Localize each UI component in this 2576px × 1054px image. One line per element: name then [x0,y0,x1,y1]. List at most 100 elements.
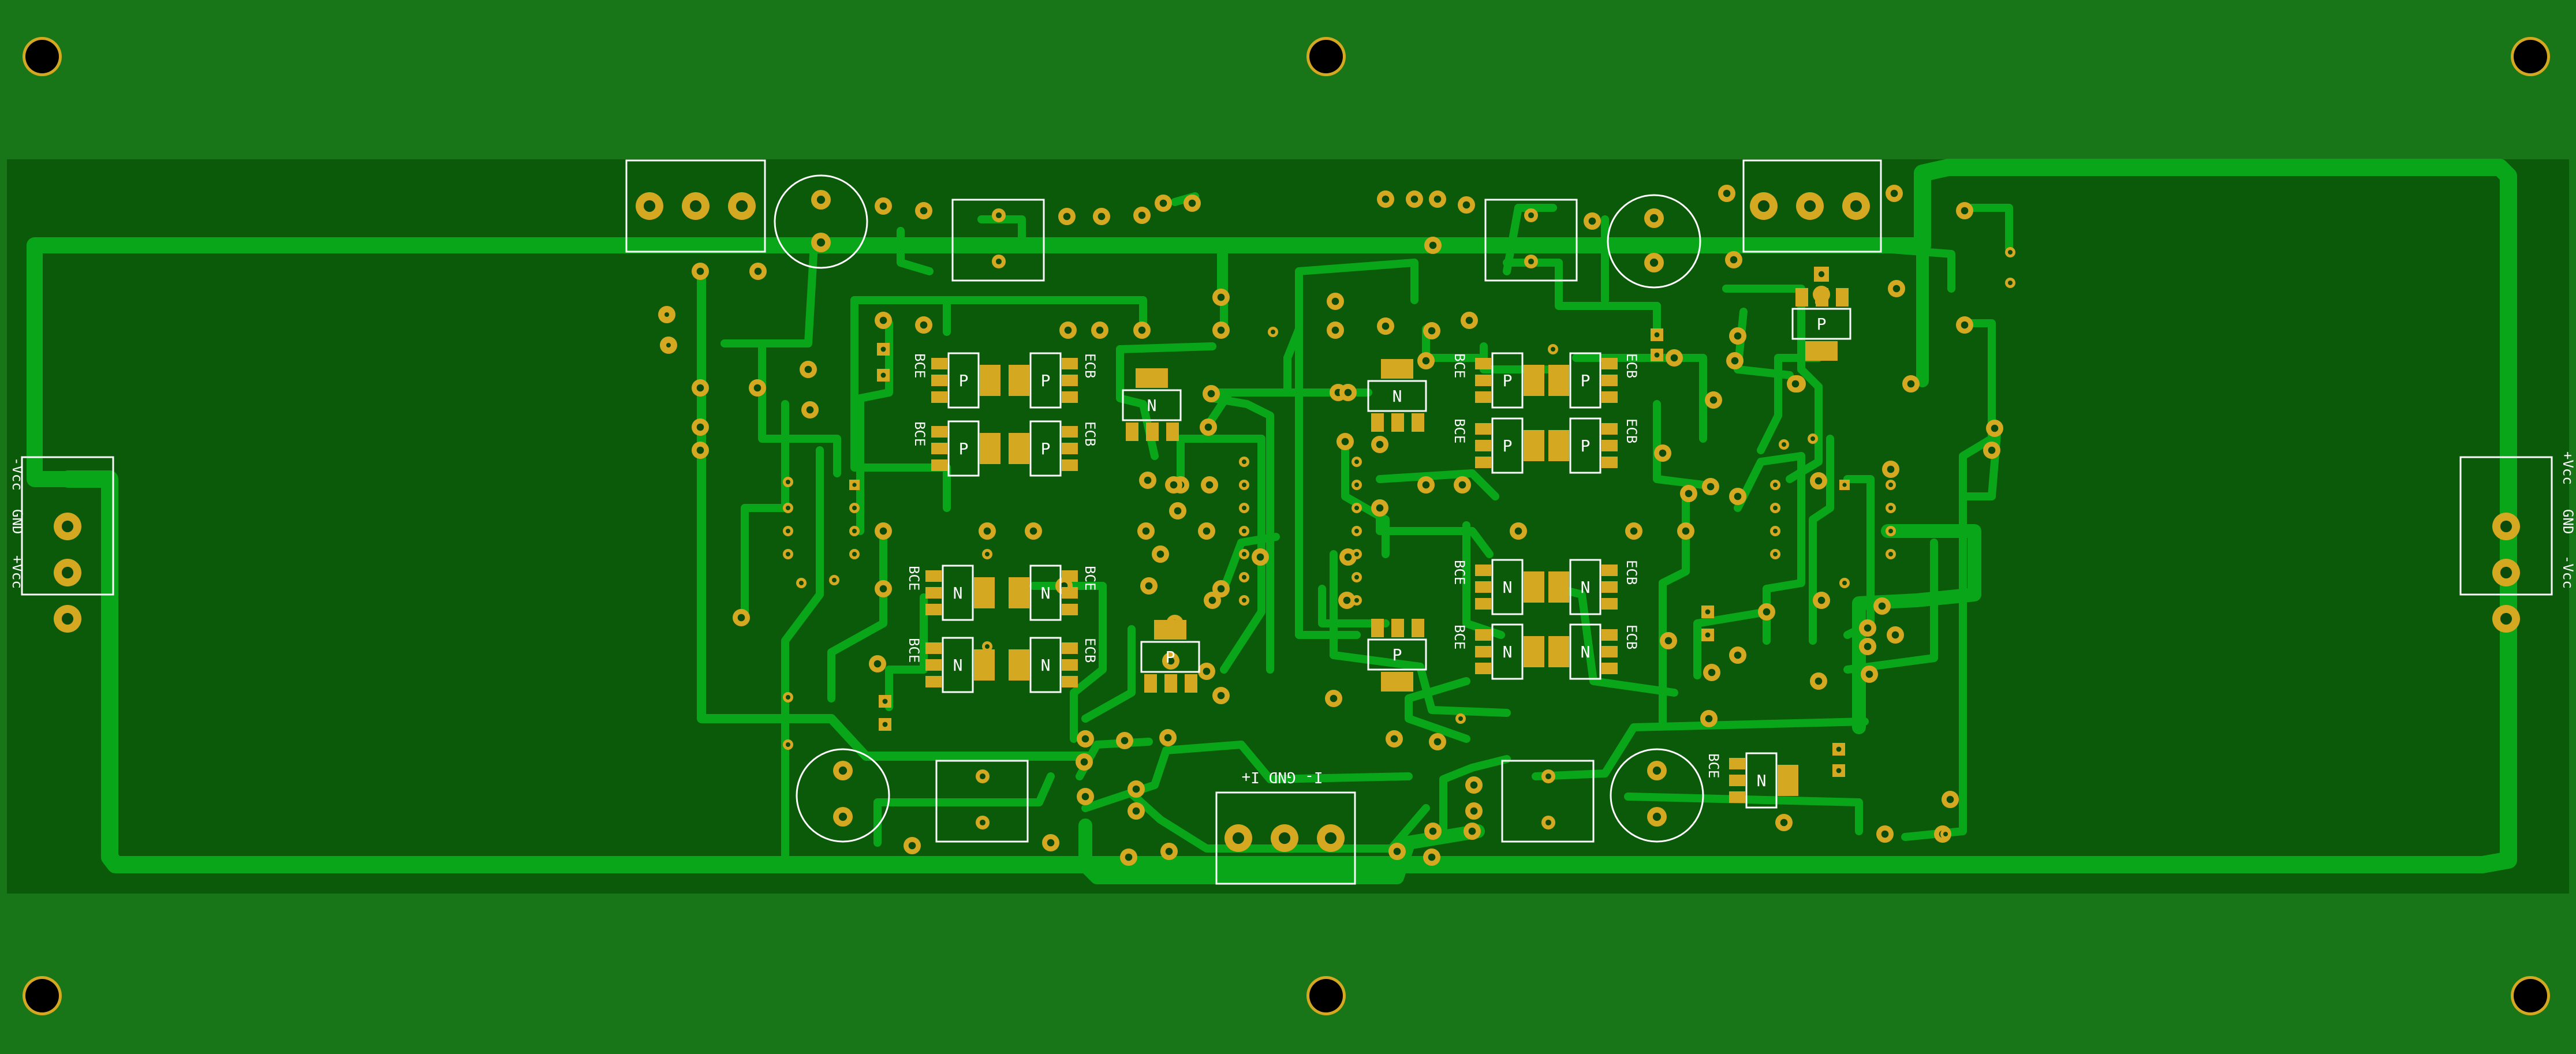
component-outline [21,456,114,596]
transistor-tab [974,577,995,608]
component-pads [54,185,2520,866]
via-drill [1354,552,1359,556]
sot-pin [1185,674,1197,693]
transistor-pin [931,443,947,454]
sot-pin [1391,413,1404,432]
via-drill [1842,581,1847,585]
drill-hole [838,812,848,821]
transistor-pin [931,459,947,471]
transistor-outline [1491,623,1524,680]
drill-hole [1545,819,1552,826]
via-drill [664,312,669,317]
drill-hole [1652,766,1662,775]
drill-hole [1207,390,1215,398]
trace [1208,394,1274,674]
drill-hole [1630,527,1638,535]
transistor: N [1475,559,1544,615]
transistor: P [1475,417,1544,474]
via-drill [1354,459,1359,464]
sot-type-label: P [1817,315,1827,334]
drill-hole [1097,212,1106,220]
transistor-type-label: N [1757,771,1767,790]
drill-hole [1165,847,1173,855]
drill-hole [1063,212,1071,220]
transistor-tab [1548,430,1569,461]
drill-hole [1029,527,1037,535]
drill-hole [1815,677,1823,685]
via-drill [1810,436,1815,441]
drill-hole [1382,322,1390,330]
transistor-outline [947,352,980,409]
sot-pin [1391,619,1404,637]
sot-pin [1412,413,1424,432]
sot-tab [1136,368,1168,388]
pin-order-label: ECB [1082,421,1098,446]
transistor-type-label: P [1503,436,1513,455]
transistor-pin [931,426,947,438]
left-connector-labels: -Vcc GND +Vcc [9,457,25,589]
drill-hole [1410,195,1418,203]
sot-pin [1126,423,1138,441]
drill-hole [696,267,704,275]
drill-hole [1815,477,1823,485]
drill-hole [736,200,748,212]
drill-hole [1545,773,1552,780]
drill-hole [879,585,887,593]
drill-hole [1138,211,1146,219]
trace [741,400,789,622]
drill-hole [838,766,848,775]
drill-hole [1842,483,1847,487]
mounting-hole [2514,979,2547,1012]
drill-hole [1138,326,1146,334]
pin-order-label: BCE [1451,353,1468,378]
transistor-pin [1601,629,1618,641]
drill-hole [1705,632,1711,638]
transistor-pin [1475,629,1491,641]
ground-pour [7,159,2569,894]
drill-hole [1208,596,1216,604]
drill-hole [873,660,882,668]
pin-order-label: BCE [906,566,922,590]
drill-hole [1465,316,1473,324]
right-label-gnd: GND [2560,509,2576,534]
trace [1572,354,1707,443]
drill-hole [816,195,826,204]
transistor-outline [1569,559,1601,615]
drill-hole [1376,504,1384,512]
sot-type-label: P [1166,648,1175,667]
drill-hole [1433,195,1442,203]
transistor-type-label: P [959,439,969,458]
drill-hole [1217,585,1225,593]
transistor-tab [1778,765,1798,796]
pin-order-label: BCE [906,638,922,663]
transistor-tab [1548,571,1569,603]
drill-hole [1864,642,1872,651]
drill-hole [1376,440,1384,448]
trace [873,772,1055,847]
drill-hole [1125,853,1133,861]
component-outline [1742,159,1882,253]
drill-hole [1734,492,1742,500]
via-drill [786,529,790,533]
drill-hole [1121,737,1129,745]
drill-hole [1961,207,1969,215]
drill-hole [61,612,74,625]
transistor-pin [1062,587,1078,599]
transistor-outline [1745,752,1778,809]
drill-hole [995,212,1002,219]
drill-hole [1864,624,1872,632]
drill-hole [1804,200,1816,212]
trace [1078,818,1485,884]
trace [1220,533,1280,593]
drill-hole [1462,201,1470,209]
drill-hole [1232,832,1245,844]
via-drill [786,506,790,510]
drill-hole [696,384,704,392]
pin-order-label: ECB [1623,353,1640,378]
drill-hole [1096,326,1104,334]
transistor-pin [1475,457,1491,468]
drill-hole [1734,332,1742,340]
drill-hole [1217,293,1225,301]
drill-hole [1433,738,1442,746]
drill-hole [1682,527,1690,535]
